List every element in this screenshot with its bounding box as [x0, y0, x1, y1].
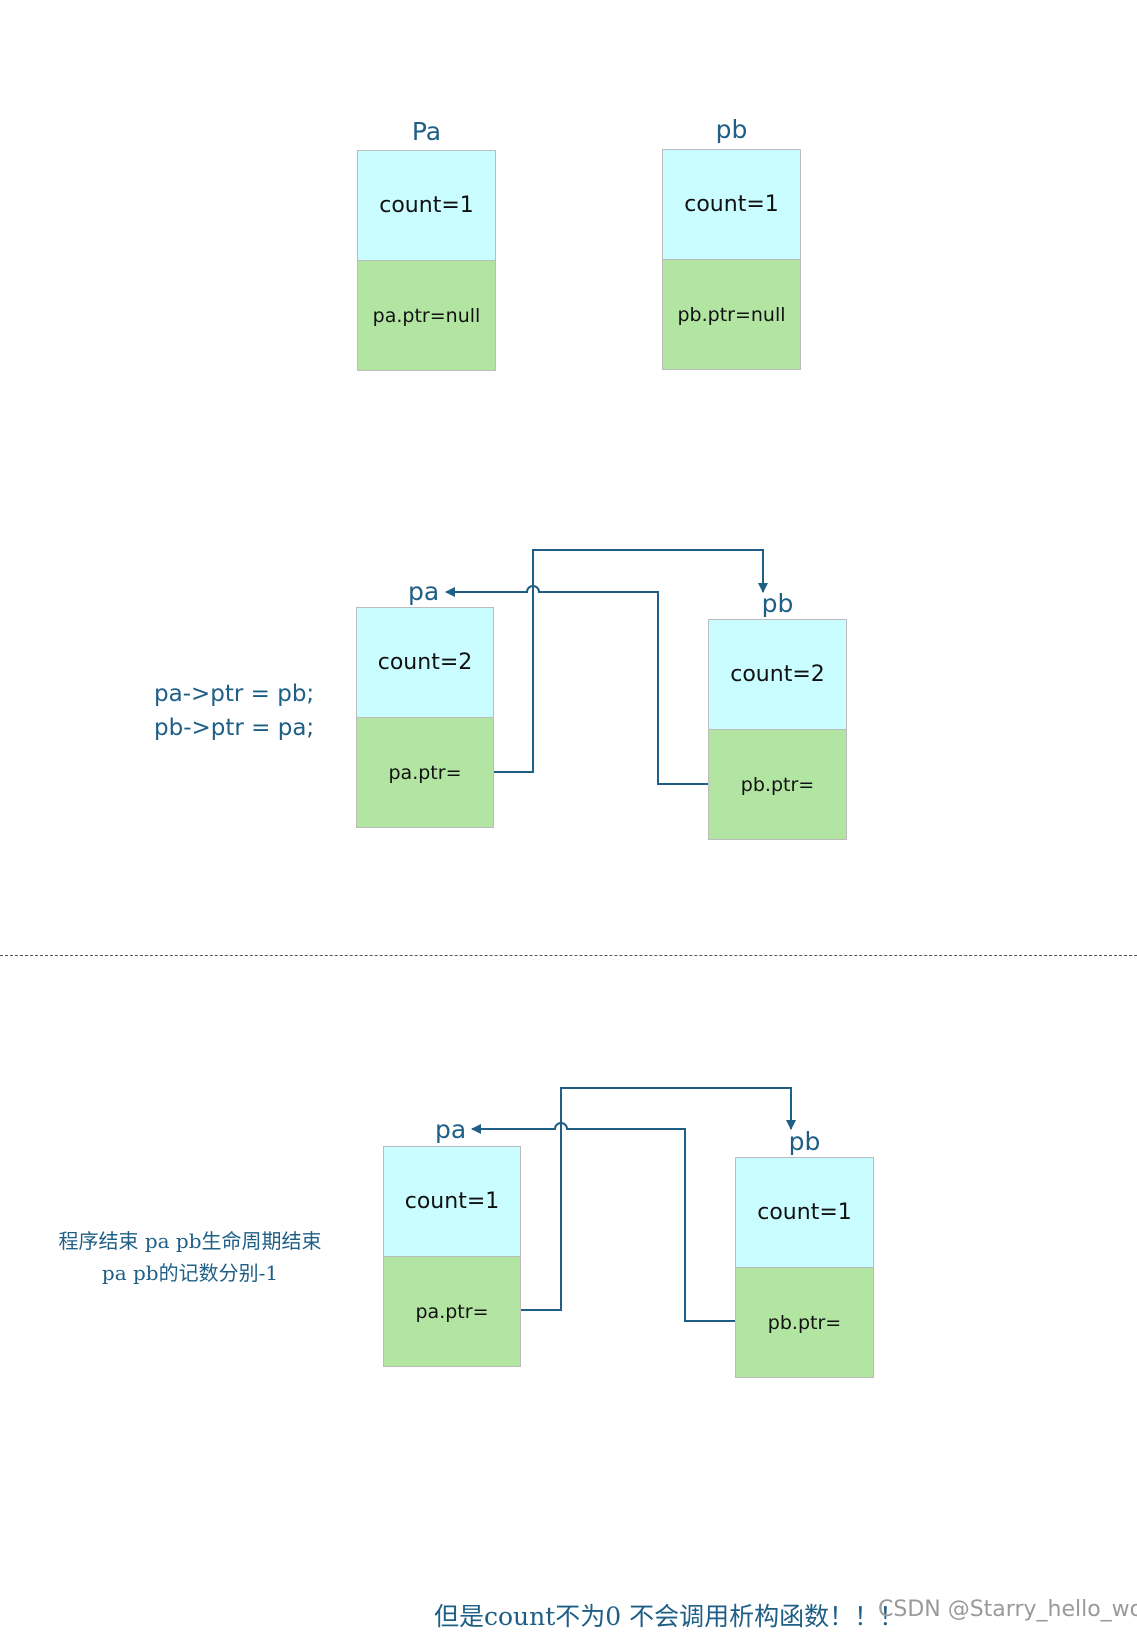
node-pa-label: Pa: [411, 117, 442, 146]
lifecycle-note: 程序结束 pa pb生命周期结束 pa pb的记数分别-1: [40, 1225, 340, 1289]
node-pb-ptr-cell: pb.ptr=: [708, 729, 847, 840]
arrow-pa-ptr-to-pb: [521, 1087, 796, 1311]
section-divider: [0, 955, 1137, 956]
note-line: 程序结束 pa pb生命周期结束: [58, 1229, 322, 1253]
node-pb-label: pb: [715, 115, 748, 144]
node-pb-count-cell: count=1: [735, 1157, 874, 1267]
node-pa-count-cell: count=1: [383, 1146, 521, 1256]
node-pb-count-cell: count=2: [708, 619, 847, 729]
node-pb-ptr-cell: pb.ptr=: [735, 1267, 874, 1378]
arrow-pb-ptr-to-pa: [471, 1122, 735, 1322]
node-pa-ptr-cell: pa.ptr=null: [357, 260, 496, 371]
arrow-pa-ptr-to-pb: [494, 549, 768, 773]
code-snippet: pa->ptr = pb; pb->ptr = pa;: [154, 677, 374, 745]
code-line: pb->ptr = pa;: [154, 715, 315, 741]
node-pa-count-cell: count=2: [356, 607, 494, 717]
node-pa-ptr-cell: pa.ptr=: [356, 717, 494, 828]
footer-conclusion: 但是count不为0 不会调用析构函数！！！: [434, 1602, 905, 1631]
node-pa-ptr-cell: pa.ptr=: [383, 1256, 521, 1367]
node-pb-label: pb: [788, 1127, 821, 1156]
node-pa-label: pa: [408, 577, 440, 606]
watermark: CSDN @Starry_hello_world: [878, 1597, 1137, 1622]
node-pa-count-cell: count=1: [357, 150, 496, 260]
node-pb-label: pb: [761, 589, 794, 618]
note-line: pa pb的记数分别-1: [101, 1261, 279, 1285]
node-pb-count-cell: count=1: [662, 149, 801, 259]
node-pb-ptr-cell: pb.ptr=null: [662, 259, 801, 370]
arrow-pb-ptr-to-pa: [445, 585, 708, 785]
node-pa-label: pa: [435, 1115, 467, 1144]
code-line: pa->ptr = pb;: [154, 681, 315, 707]
